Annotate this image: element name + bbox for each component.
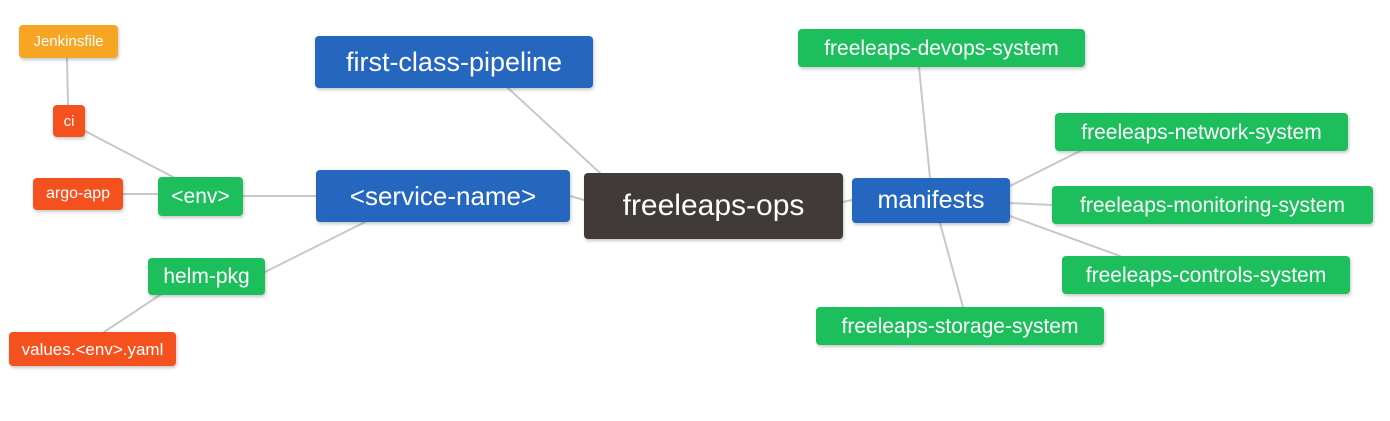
node-first-class-pipeline[interactable]: first-class-pipeline <box>315 36 593 88</box>
edge-freeleaps-ops-to-first-class-pipeline <box>507 87 601 174</box>
node-argo-app[interactable]: argo-app <box>33 178 123 210</box>
edge-manifests-to-freeleaps-monitoring-system <box>1009 202 1053 206</box>
edge-ci-to-jenkinsfile <box>66 57 69 106</box>
edge-manifests-to-freeleaps-storage-system <box>939 222 964 308</box>
edge-manifests-to-freeleaps-devops-system <box>918 66 931 179</box>
edge-freeleaps-ops-to-manifests <box>842 199 853 203</box>
node-freeleaps-devops-system[interactable]: freeleaps-devops-system <box>798 29 1085 67</box>
node-env[interactable]: <env> <box>158 177 243 216</box>
node-freeleaps-controls-system[interactable]: freeleaps-controls-system <box>1062 256 1350 294</box>
node-freeleaps-monitoring-system[interactable]: freeleaps-monitoring-system <box>1052 186 1373 224</box>
edge-manifests-to-freeleaps-network-system <box>1009 150 1081 187</box>
node-values-yaml[interactable]: values.<env>.yaml <box>9 332 176 366</box>
node-freeleaps-network-system[interactable]: freeleaps-network-system <box>1055 113 1348 151</box>
edge-helm-pkg-to-values-yaml <box>103 294 161 333</box>
node-ci[interactable]: ci <box>53 105 85 137</box>
node-freeleaps-ops[interactable]: freeleaps-ops <box>584 173 843 239</box>
edge-freeleaps-ops-to-service-name <box>569 195 585 201</box>
edge-service-name-to-helm-pkg <box>264 221 366 273</box>
edge-env-to-ci <box>84 130 174 178</box>
node-manifests[interactable]: manifests <box>852 178 1010 223</box>
node-helm-pkg[interactable]: helm-pkg <box>148 258 265 295</box>
node-jenkinsfile[interactable]: Jenkinsfile <box>19 25 118 58</box>
node-freeleaps-storage-system[interactable]: freeleaps-storage-system <box>816 307 1104 345</box>
node-service-name[interactable]: <service-name> <box>316 170 570 222</box>
